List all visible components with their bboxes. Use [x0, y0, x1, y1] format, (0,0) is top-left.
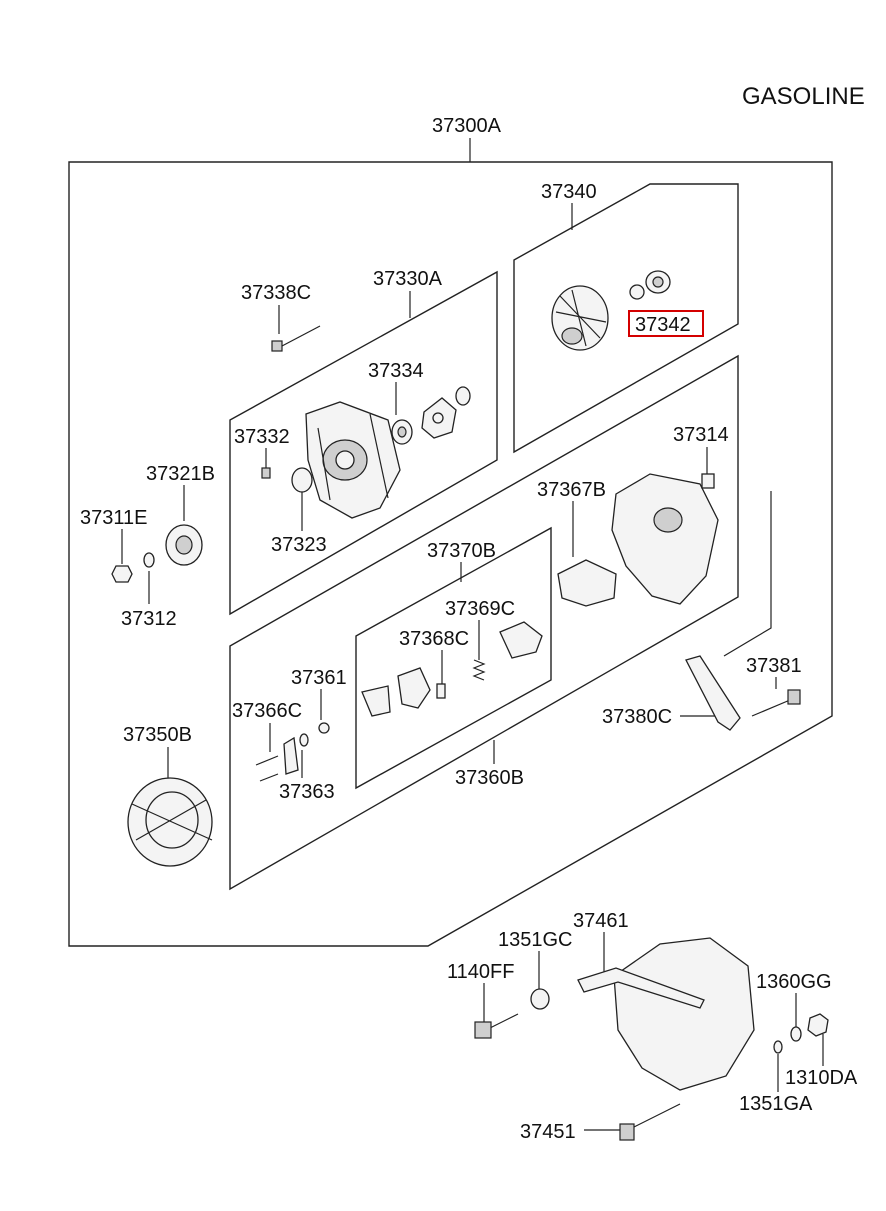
part-label-1351ga[interactable]: 1351GA [739, 1093, 813, 1115]
frame-37340 [513, 183, 739, 454]
part-label-1360gg[interactable]: 1360GG [756, 971, 832, 993]
bolt-37381-icon [751, 689, 801, 717]
part-label-37334[interactable]: 37334 [368, 360, 424, 382]
washer-37363-icon [299, 733, 309, 747]
part-label-37312[interactable]: 37312 [121, 608, 177, 630]
screw-37332-icon [261, 467, 271, 479]
part-label-37369c[interactable]: 37369C [445, 598, 515, 620]
front-housing-icon [305, 401, 401, 519]
pulley-icon [165, 524, 203, 566]
brush-holder-icon [361, 621, 543, 717]
bolt-1140ff-icon [474, 1013, 519, 1039]
washer-1351gc-icon [530, 988, 550, 1010]
part-label-37321b[interactable]: 37321B [146, 463, 215, 485]
bracket-37380c-icon [685, 655, 741, 731]
frame-37360b [229, 354, 739, 891]
part-label-1351gc[interactable]: 1351GC [498, 929, 573, 951]
frame-37330a [229, 270, 498, 616]
part-label-37342[interactable]: 37342 [635, 314, 691, 336]
part-label-37350b[interactable]: 37350B [123, 724, 192, 746]
frame-37370b [355, 526, 552, 790]
part-label-37360b[interactable]: 37360B [455, 767, 524, 789]
rectifier-icon [557, 559, 617, 607]
rear-housing-icon [611, 473, 719, 605]
part-label-37330a[interactable]: 37330A [373, 268, 443, 290]
nut-37311e-icon [111, 565, 133, 583]
part-label-37323[interactable]: 37323 [271, 534, 327, 556]
frame-37300a [68, 161, 833, 947]
cover-icon [577, 937, 755, 1091]
highlight-box-37342 [628, 310, 704, 337]
part-label-37338c[interactable]: 37338C [241, 282, 311, 304]
part-label-37332[interactable]: 37332 [234, 426, 290, 448]
bracket-37380c [723, 491, 772, 657]
part-label-37314[interactable]: 37314 [673, 424, 729, 446]
part-label-1310da[interactable]: 1310DA [785, 1067, 858, 1089]
part-label-37363[interactable]: 37363 [279, 781, 335, 803]
part-label-37340[interactable]: 37340 [541, 181, 597, 203]
bolt-37338c-icon [271, 325, 321, 352]
part-label-37381[interactable]: 37381 [746, 655, 802, 677]
variant-label: GASOLINE [742, 83, 865, 110]
bearing-37334-icon [391, 386, 471, 445]
rotor-assembly-icon [551, 270, 671, 351]
part-label-37368c[interactable]: 37368C [399, 628, 469, 650]
part-label-37366c[interactable]: 37366C [232, 700, 302, 722]
washer-1360gg-icon [790, 1026, 802, 1042]
stator-icon [127, 777, 213, 867]
part-label-37367b[interactable]: 37367B [537, 479, 606, 501]
part-label-1140ff[interactable]: 1140FF [447, 961, 514, 983]
nut-37361-icon [318, 722, 330, 734]
terminal-plate-icon [283, 736, 299, 775]
washer-37312-icon [143, 552, 155, 568]
washer-1351ga-icon [773, 1040, 783, 1054]
part-label-37451[interactable]: 37451 [520, 1121, 576, 1143]
leader-lines [121, 138, 824, 1131]
nut-1310da-icon [807, 1013, 829, 1037]
part-label-37380c[interactable]: 37380C [602, 706, 672, 728]
part-label-37311e[interactable]: 37311E [80, 507, 147, 529]
seal-37323-icon [291, 467, 313, 493]
screws-37366c-icon [255, 755, 279, 782]
part-label-37300a[interactable]: 37300A [432, 115, 502, 137]
part-label-37370b[interactable]: 37370B [427, 540, 496, 562]
bolt-37451-icon [619, 1103, 681, 1141]
part-label-37461[interactable]: 37461 [573, 910, 629, 932]
part-label-37361[interactable]: 37361 [291, 667, 347, 689]
